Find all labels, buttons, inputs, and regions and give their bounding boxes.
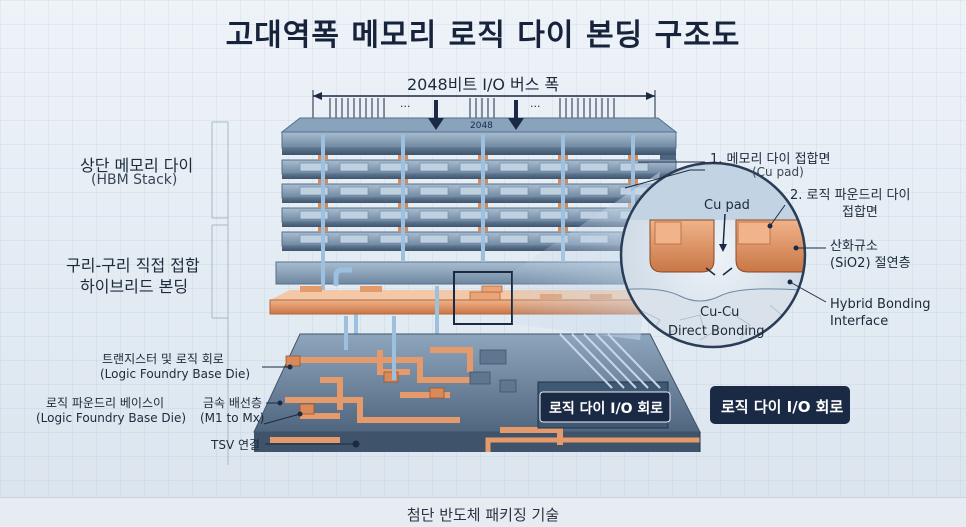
label-item1-sub: (Cu pad) — [752, 165, 804, 179]
footer-caption: 첨단 반도체 패키징 기술 — [406, 506, 560, 524]
footer-bar: 첨단 반도체 패키징 기술 — [0, 497, 966, 527]
bus-dots-right: ... — [530, 97, 541, 110]
io-outer-label: 로직 다이 I/O 회로 — [721, 398, 844, 416]
label-metal-layer: 금속 배선층 — [203, 396, 263, 410]
zoom-beam — [512, 172, 660, 340]
bus-arrows — [428, 100, 524, 130]
label-cu-bond-2: 하이브리드 본딩 — [80, 277, 189, 296]
leader-lines — [624, 161, 827, 303]
zoom-cucu: Cu-Cu — [700, 305, 740, 320]
label-oxide: 산화규소 — [830, 239, 878, 254]
bus-width-label: 2048비트 I/O 버스 폭 — [407, 75, 560, 94]
left-ruler — [211, 121, 229, 465]
label-metal-range: (M1 to Mx) — [200, 411, 265, 425]
label-upper-memory: 상단 메모리 다이 — [80, 156, 194, 175]
label-item1: 1. 메모리 다이 접합면 — [710, 152, 831, 167]
label-item2: 2. 로직 파운드리 다이 — [790, 188, 911, 203]
label-cu-bond-1: 구리-구리 직접 접합 — [66, 256, 200, 275]
label-oxide-sub: (SiO2) 절연층 — [830, 256, 911, 271]
label-transistor: 트랜지스터 및 로직 회로 — [102, 352, 224, 366]
io-outer-box — [710, 386, 850, 424]
label-hybrid: Hybrid Bonding — [830, 297, 931, 312]
zoom-cu-pad: Cu pad — [704, 198, 750, 213]
label-logic-base-2: (Logic Foundry Base Die) — [36, 411, 187, 425]
label-hybrid-sub: Interface — [830, 314, 889, 329]
left-leader-lines — [262, 364, 360, 448]
page-title: 고대역폭 메모리 로직 다이 본딩 구조도 — [225, 18, 741, 53]
label-foundry-base: 로직 파운드리 베이스이 — [46, 396, 165, 410]
label-logic-base-1: (Logic Foundry Base Die) — [100, 367, 251, 381]
label-tsv: TSV 연결 — [211, 438, 261, 452]
zoom-direct: Direct Bonding — [668, 324, 765, 339]
io-inner-label: 로직 다이 I/O 회로 — [549, 401, 664, 417]
bus-dots-left: ... — [400, 97, 411, 110]
label-item2-sub: 접합면 — [842, 205, 878, 220]
zoom-detail-circle — [619, 161, 807, 349]
label-hbm-stack: (HBM Stack) — [91, 172, 178, 188]
bus-number-label: 2048 — [470, 121, 493, 131]
io-inner-box — [539, 391, 671, 423]
